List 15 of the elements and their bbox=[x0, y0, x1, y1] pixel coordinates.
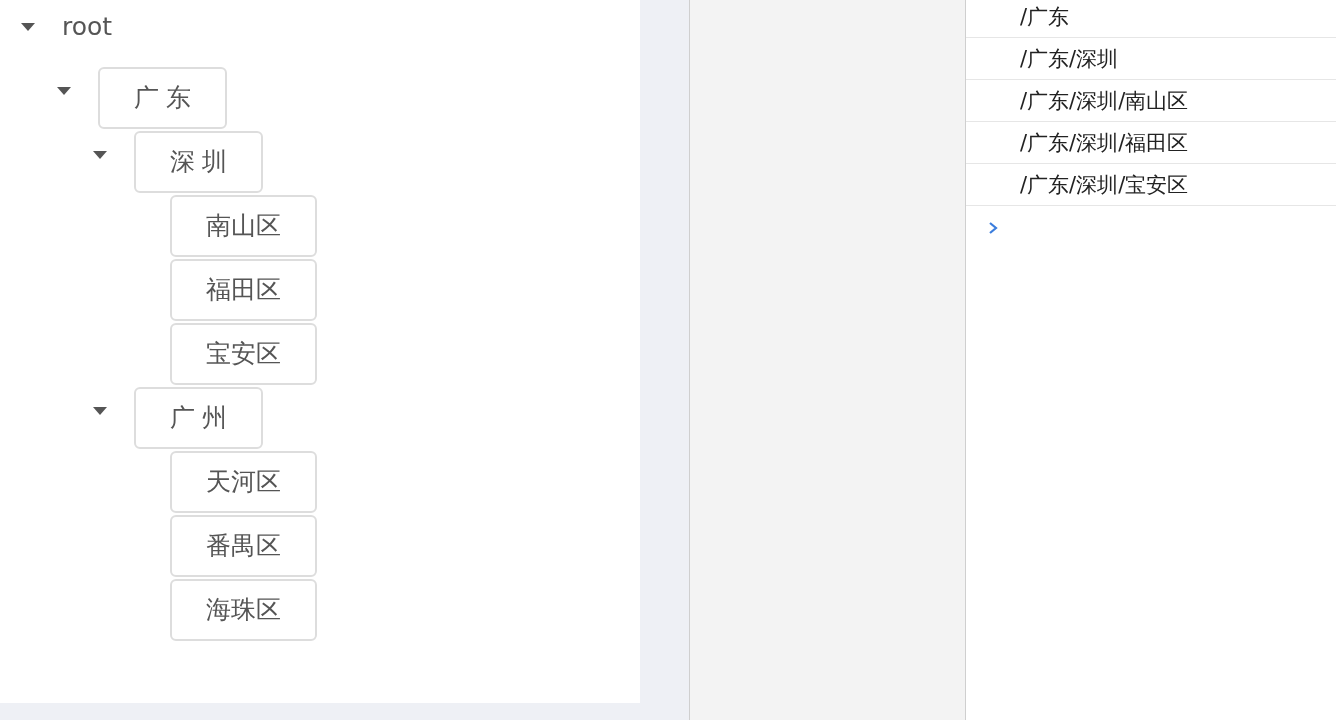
console-log-line: /广东/深圳/宝安区 bbox=[1020, 172, 1189, 199]
tree-node-button: 福田区 bbox=[170, 259, 317, 321]
tree-node-button: 深 圳 bbox=[134, 131, 263, 193]
console-log-line: /广东/深圳 bbox=[1020, 46, 1119, 73]
tree-node-button: 天河区 bbox=[170, 451, 317, 513]
tree-node-button: 番禺区 bbox=[170, 515, 317, 577]
console-log-line: /广东/深圳/福田区 bbox=[1020, 130, 1189, 157]
tree-node-button: 海珠区 bbox=[170, 579, 317, 641]
tree-node-button: 广 东 bbox=[98, 67, 227, 129]
console-log-line: /广东/深圳/南山区 bbox=[1020, 88, 1189, 115]
tree-node-button: 宝安区 bbox=[170, 323, 317, 385]
tree-node-button: 南山区 bbox=[170, 195, 317, 257]
tree-node-button: 广 州 bbox=[134, 387, 263, 449]
tree-root-label: root bbox=[62, 11, 113, 43]
console-log-line: /广东 bbox=[1020, 4, 1070, 31]
